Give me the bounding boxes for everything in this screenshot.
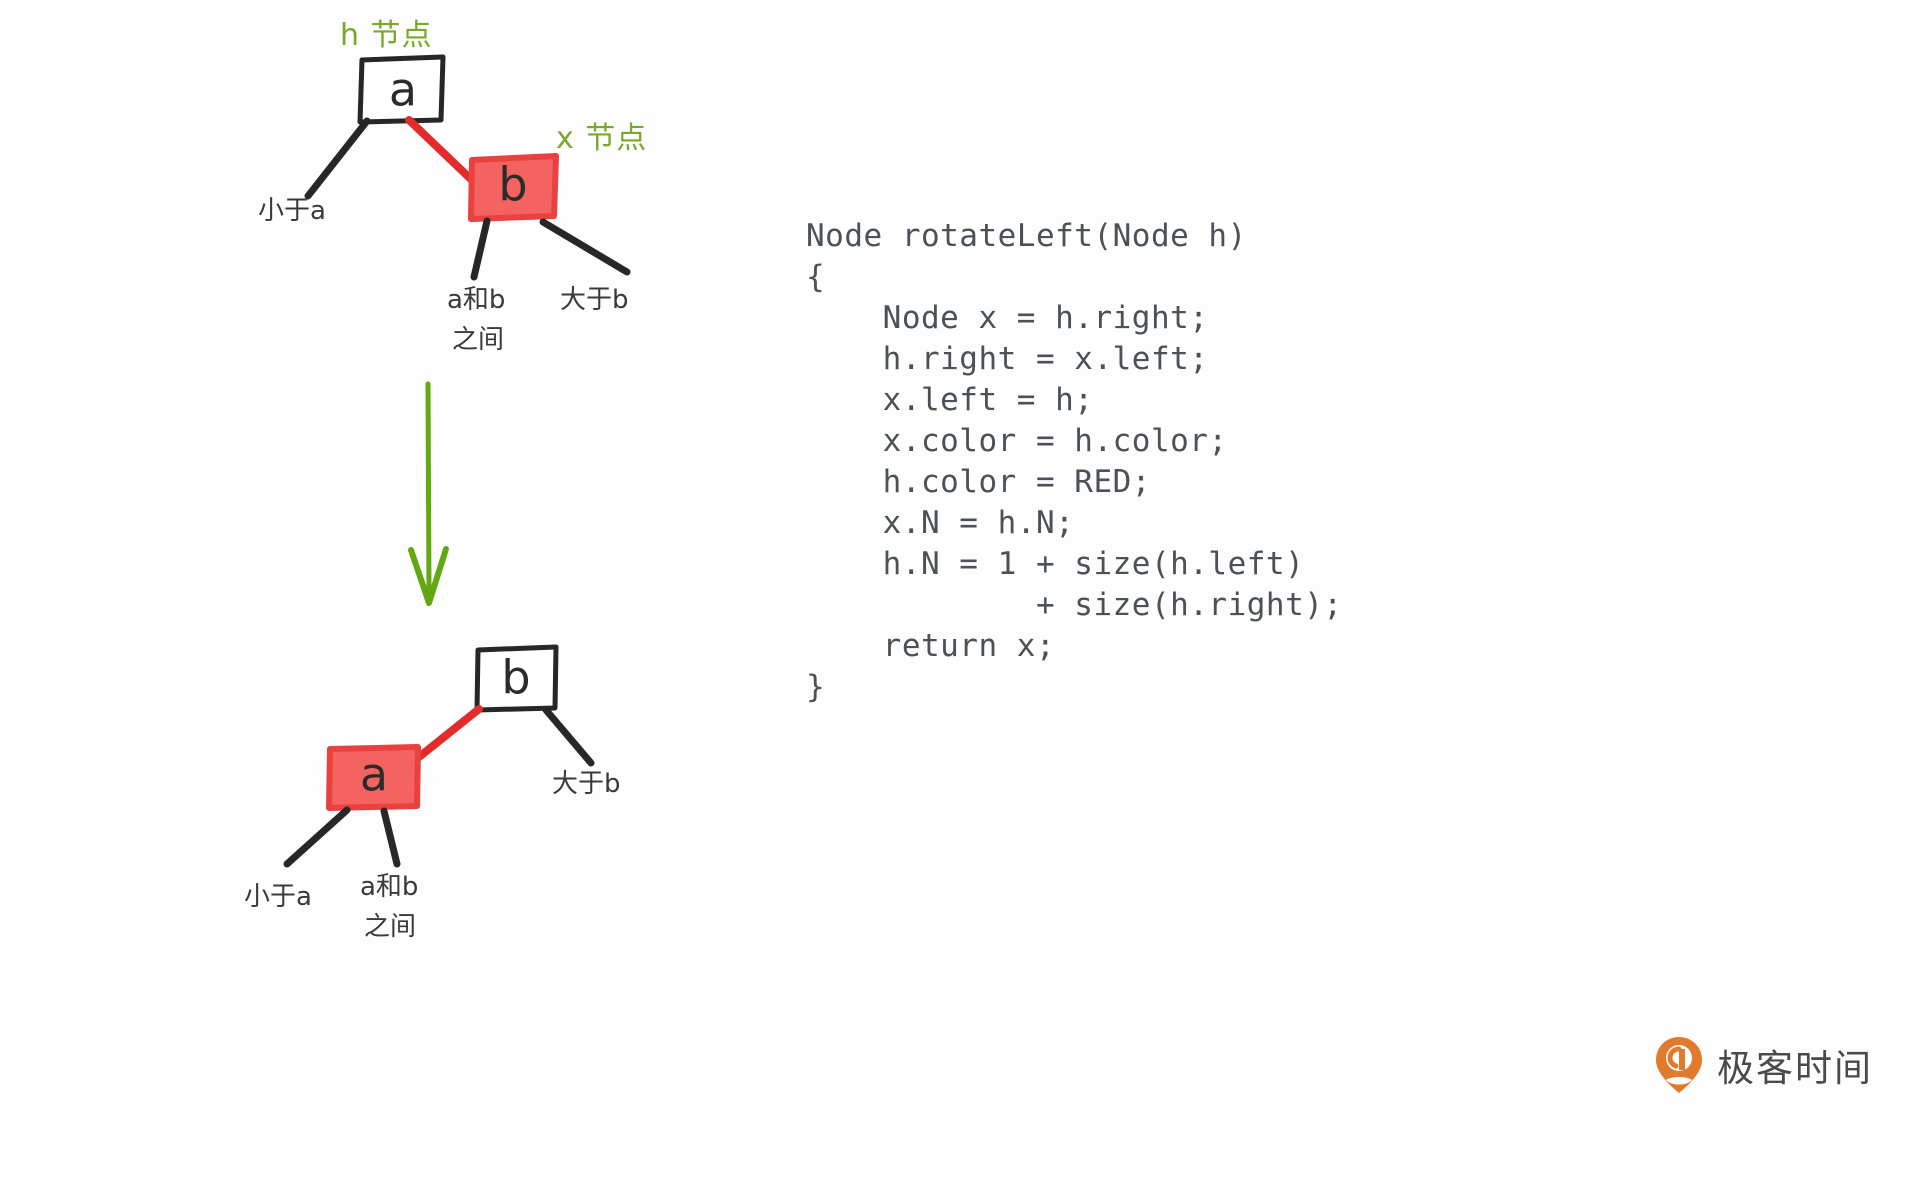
watermark: 极客时间 xyxy=(1655,1036,1873,1094)
bottom-edge-a-right xyxy=(380,807,401,868)
bottom-label-less-than-a: 小于a xyxy=(244,882,312,912)
h-node-caption: h 节点 xyxy=(340,18,433,53)
bottom-label-greater-than-b: 大于b xyxy=(552,769,621,799)
bottom-label-between-line2: 之间 xyxy=(364,912,416,942)
top-label-less-than-a: 小于a xyxy=(258,196,326,226)
transition-arrow-icon xyxy=(408,381,449,606)
bottom-node-a-label: a xyxy=(360,748,388,802)
top-label-greater-than-b: 大于b xyxy=(560,285,629,315)
rotate-left-code-block: Node rotateLeft(Node h) { Node x = h.rig… xyxy=(806,218,1343,705)
watermark-brand-text: 极客时间 xyxy=(1717,1047,1873,1090)
geek-time-logo-icon xyxy=(1656,1037,1702,1093)
top-edge-a-left xyxy=(304,117,371,200)
top-node-a: a xyxy=(357,54,446,125)
top-node-b-box xyxy=(468,153,559,222)
bottom-label-between-line1: a和b xyxy=(360,872,418,902)
bottom-edge-b-right xyxy=(542,706,595,767)
bottom-edge-b-a-red xyxy=(410,705,483,765)
x-node-caption: x 节点 xyxy=(556,121,647,156)
top-label-between-line2: 之间 xyxy=(452,325,504,355)
top-edge-a-b-red xyxy=(405,116,480,188)
bottom-node-b-box xyxy=(474,644,559,713)
top-node-b-label: b xyxy=(498,158,527,212)
top-edge-b-left xyxy=(470,217,491,281)
top-node-a-label: a xyxy=(389,63,417,117)
top-label-between-line1: a和b xyxy=(447,285,505,315)
bottom-node-b-label: b xyxy=(501,651,530,705)
bottom-edge-a-left xyxy=(283,806,351,868)
bottom-node-a-box xyxy=(326,744,421,811)
bottom-node-a: a xyxy=(326,744,421,811)
code-panel: Node rotateLeft(Node h) { Node x = h.rig… xyxy=(806,216,1506,708)
top-edge-b-right xyxy=(539,218,631,276)
top-node-b: b xyxy=(468,153,559,222)
bottom-node-b: b xyxy=(474,644,559,713)
top-node-a-box xyxy=(357,54,446,125)
